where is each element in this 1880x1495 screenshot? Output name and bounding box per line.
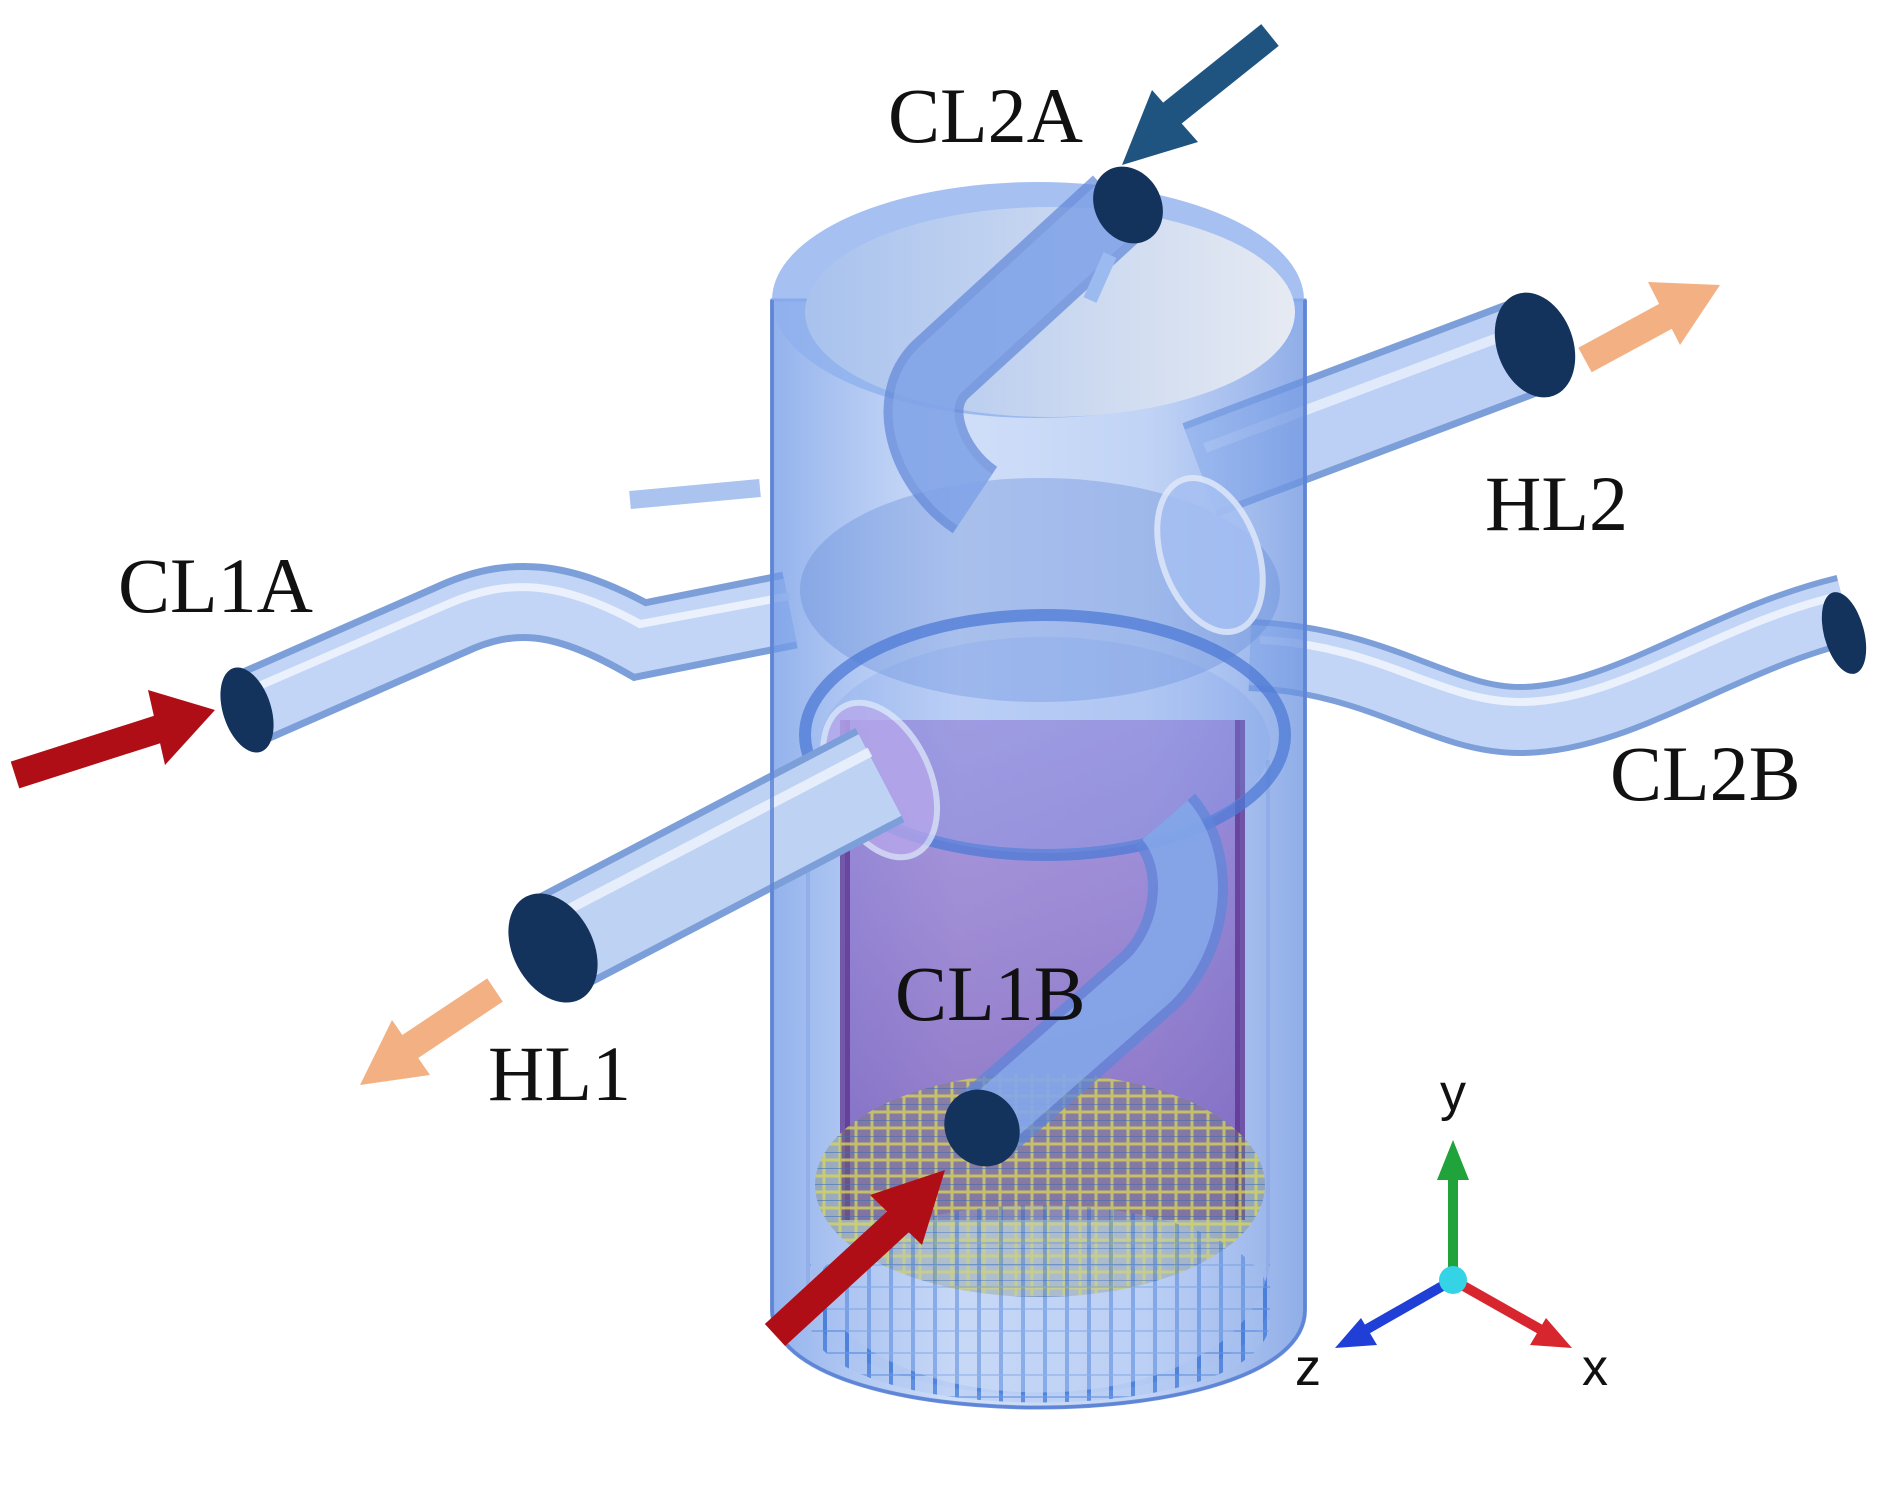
label-hl2: HL2 (1485, 460, 1628, 547)
hl2-pipe-end (1494, 292, 1576, 398)
z-axis-arrowhead (1335, 1318, 1377, 1348)
hl1-pipe-end (508, 893, 598, 1003)
y-axis-arrowhead (1437, 1140, 1469, 1180)
pipe-cl1a (220, 562, 798, 753)
cl1a-pipe-end (220, 667, 274, 753)
arrow-cl2a-inlet (1122, 24, 1279, 165)
axis-triad: y x z (1295, 1064, 1608, 1397)
arrow-cl1b-inlet (764, 1170, 945, 1347)
pipe-cl1b (944, 793, 1228, 1167)
cl1b-pipe-end (944, 1089, 1020, 1167)
axis-origin (1439, 1266, 1467, 1294)
vessel-outline (770, 300, 1307, 1410)
label-hl1: HL1 (488, 1030, 631, 1117)
label-cl2a: CL2A (888, 72, 1083, 159)
pipe-hl1 (508, 728, 905, 1003)
axis-label-y: y (1440, 1064, 1466, 1122)
axis-label-z: z (1295, 1339, 1321, 1397)
x-axis-arrowhead (1530, 1318, 1572, 1348)
arrow-hl2-outlet (1578, 282, 1720, 373)
label-cl2b: CL2B (1610, 730, 1801, 817)
cl2b-pipe-end (1821, 592, 1867, 674)
arrow-cl1a-inlet (10, 690, 215, 789)
pipe-cl2b (1248, 574, 1867, 757)
label-cl1a: CL1A (118, 542, 313, 629)
hl2-nozzle-window (1154, 475, 1266, 635)
x-axis-line (1450, 1275, 1548, 1337)
side-stub-left (629, 479, 761, 509)
axis-label-x: x (1582, 1339, 1608, 1397)
arrow-hl1-outlet (360, 978, 503, 1085)
z-axis-line (1359, 1275, 1456, 1337)
pipe-cl2a (883, 166, 1163, 534)
label-cl1b: CL1B (895, 950, 1086, 1037)
cl2a-pipe-end (1093, 166, 1163, 244)
